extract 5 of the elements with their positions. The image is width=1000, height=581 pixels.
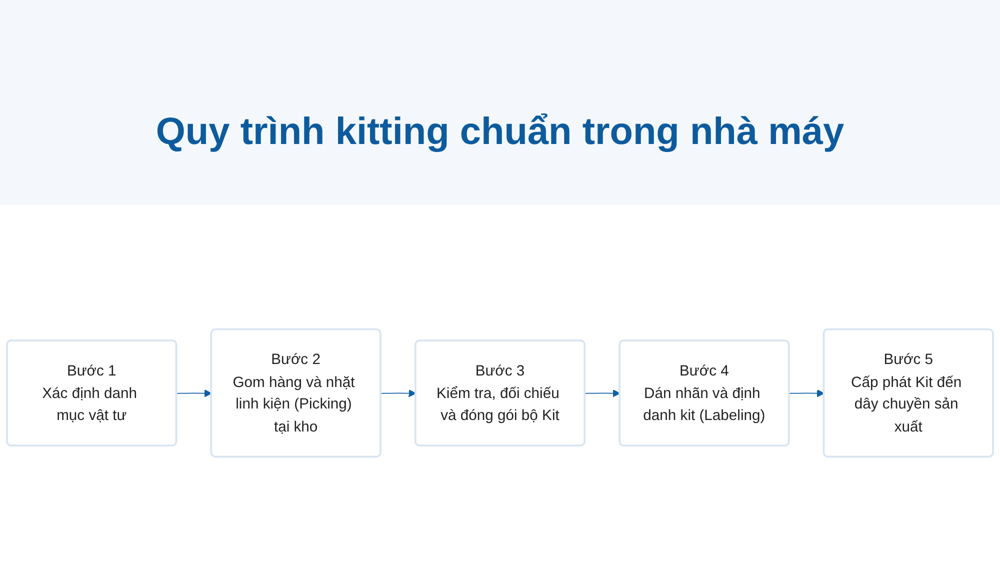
title: Quy trình kitting chuẩn trong nhà máy <box>156 110 844 154</box>
arrow <box>788 389 825 398</box>
arrow <box>176 389 212 398</box>
arrow <box>584 389 620 398</box>
arrow <box>380 389 416 398</box>
